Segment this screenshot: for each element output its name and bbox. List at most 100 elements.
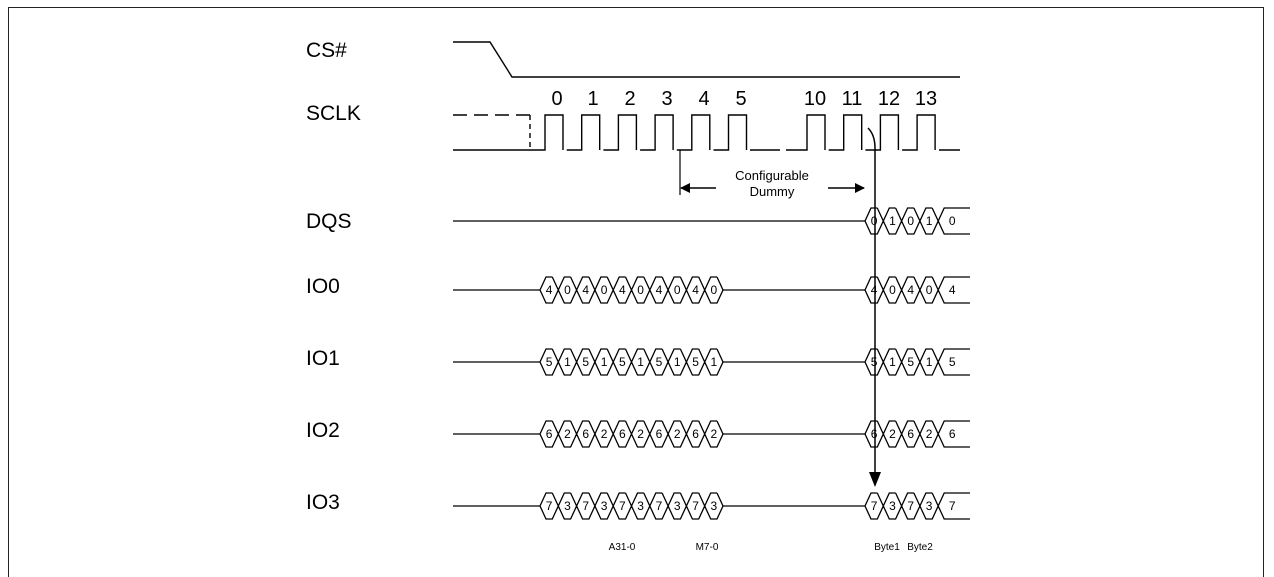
bus-cell-value: 7	[582, 499, 589, 513]
dummy-annotation: Configurable Dummy	[679, 150, 865, 199]
clock-number: 0	[551, 88, 562, 110]
clock-number: 1	[587, 88, 598, 110]
bus-cell-value: 5	[907, 355, 914, 369]
bus-cell-value: 5	[619, 355, 626, 369]
bus-cell-value: 1	[926, 214, 933, 228]
bus-cell-value: 6	[582, 427, 589, 441]
bus-cell-value: 6	[949, 427, 956, 441]
signal-label-io1: IO1	[306, 347, 340, 370]
bus-cell-value: 7	[907, 499, 914, 513]
bus-cell-value: 6	[546, 427, 553, 441]
bus-cell-outline	[864, 420, 970, 448]
bus-cell-value: 7	[871, 499, 878, 513]
bus-cell-value: 1	[674, 355, 681, 369]
bus-cell-outline	[539, 276, 724, 304]
mode-label: M7-0	[696, 542, 719, 553]
clock-number: 4	[698, 88, 709, 110]
bus-cell-value: 1	[637, 355, 644, 369]
clock-number: 2	[624, 88, 635, 110]
timing-arrow-head	[869, 472, 881, 487]
bus-cell-value: 5	[949, 355, 956, 369]
bus-cell-outline	[539, 492, 724, 520]
bus-cell-outline	[864, 348, 970, 376]
timing-arrow	[867, 127, 876, 474]
signal-label-io0: IO0	[306, 275, 340, 298]
dummy-label-line2: Dummy	[750, 184, 795, 199]
bus-cell-value: 0	[637, 283, 644, 297]
signal-label-cs: CS#	[306, 39, 347, 62]
bus-cell-value: 0	[601, 283, 608, 297]
signal-label-sclk: SCLK	[306, 102, 361, 125]
bus-cell-value: 1	[601, 355, 608, 369]
signal-label-io2: IO2	[306, 419, 340, 442]
bus-cell-value: 5	[582, 355, 589, 369]
signal-label-dqs: DQS	[306, 210, 352, 233]
bus-cell-value: 5	[656, 355, 663, 369]
bus-cell-value: 4	[907, 283, 914, 297]
bus-cell-value: 2	[711, 427, 718, 441]
bus-cell-value: 1	[889, 214, 896, 228]
address-label: A31-0	[609, 542, 636, 553]
bus-cell-value: 7	[949, 499, 956, 513]
bus-cell-value: 3	[564, 499, 571, 513]
bus-cell-value: 2	[601, 427, 608, 441]
bus-cell-value: 3	[711, 499, 718, 513]
bus-cell-value: 4	[656, 283, 663, 297]
bus-cell-value: 0	[907, 214, 914, 228]
dummy-label-line1: Configurable	[735, 168, 809, 183]
bus-cell-value: 6	[656, 427, 663, 441]
bus-cell-outline	[864, 207, 970, 235]
bus-cell-value: 0	[949, 214, 956, 228]
bus-cell-value: 2	[674, 427, 681, 441]
bus-cell-value: 7	[656, 499, 663, 513]
bus-cell-value: 5	[692, 355, 699, 369]
bus-cell-value: 5	[546, 355, 553, 369]
bus-cell-value: 3	[601, 499, 608, 513]
bus-cell-value: 7	[546, 499, 553, 513]
clock-number: 13	[915, 88, 937, 110]
signal-label-io3: IO3	[306, 491, 340, 514]
sclk-pulses-b	[792, 114, 960, 151]
bus-cell-value: 1	[711, 355, 718, 369]
bus-cell-value: 6	[619, 427, 626, 441]
bus-cell-value: 0	[926, 283, 933, 297]
clock-number: 10	[804, 88, 826, 110]
sclk-pulses-a	[530, 114, 768, 151]
bus-cell-value: 1	[889, 355, 896, 369]
diagram-frame	[8, 7, 1264, 577]
bus-cell-outline	[539, 420, 724, 448]
bus-cell-value: 2	[564, 427, 571, 441]
bus-cell-value: 6	[907, 427, 914, 441]
byte1-label: Byte1	[874, 542, 900, 553]
bus-cell-value: 4	[546, 283, 553, 297]
bus-cell-value: 2	[926, 427, 933, 441]
bus-cell-value: 3	[674, 499, 681, 513]
bus-cell-value: 1	[564, 355, 571, 369]
bus-cell-value: 0	[564, 283, 571, 297]
bus-cell-value: 0	[889, 283, 896, 297]
cs-waveform	[453, 41, 960, 78]
bus-cell-outline	[864, 492, 970, 520]
clock-number: 3	[661, 88, 672, 110]
bus-cell-value: 2	[637, 427, 644, 441]
bus-cell-value: 3	[926, 499, 933, 513]
bus-cell-value: 7	[692, 499, 699, 513]
bus-cell-value: 2	[889, 427, 896, 441]
bus-cell-value: 0	[711, 283, 718, 297]
sclk-waveform	[453, 114, 960, 151]
bus-cell-value: 1	[926, 355, 933, 369]
bus-cell-value: 6	[692, 427, 699, 441]
clock-number: 5	[735, 88, 746, 110]
clock-number: 11	[842, 88, 863, 110]
bus-cell-value: 4	[619, 283, 626, 297]
bus-cell-value: 4	[582, 283, 589, 297]
bus-cell-outline	[864, 276, 970, 304]
bus-cell-outline	[539, 348, 724, 376]
bus-cell-value: 4	[692, 283, 699, 297]
